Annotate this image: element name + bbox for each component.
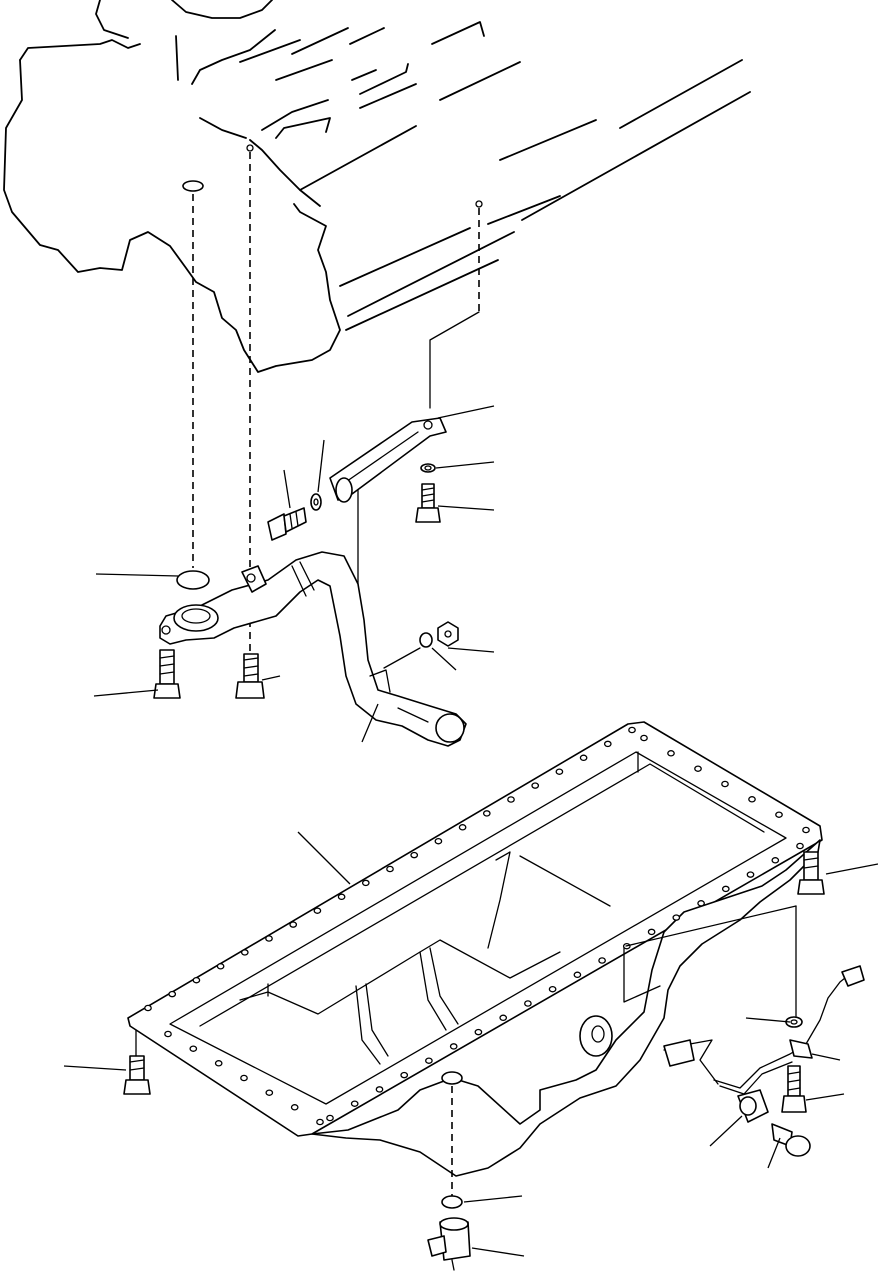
nut [437, 621, 459, 647]
clamp-icon [789, 1039, 813, 1059]
flange-bolt-hole [694, 765, 702, 772]
level-sensor [737, 1089, 811, 1157]
flange-bolt-hole [482, 810, 491, 817]
tube-bolt [267, 507, 307, 541]
flange-bolt-right [235, 653, 265, 699]
flange-bolt-hole [337, 893, 346, 901]
flange-bolt-hole [425, 1057, 433, 1064]
pan-bolt-holes [144, 726, 810, 1126]
flange-bolt-hole [434, 837, 443, 845]
flange-bolt-hole [721, 780, 729, 788]
flange-bolt-hole [289, 921, 298, 928]
flange-bolt-hole [555, 768, 564, 775]
flange-bolt-hole [164, 1030, 172, 1038]
flange-bolt-hole [573, 971, 582, 979]
flange-bolt-hole [216, 963, 225, 970]
suction-tube [159, 551, 467, 747]
strainer-bracket [329, 417, 447, 503]
flange-bolt-hole [579, 754, 588, 762]
bolt-head-icon [797, 879, 825, 895]
flange-bolt-hole [524, 1000, 532, 1007]
flange-bolt-hole [290, 1104, 299, 1111]
bracket-bolt [415, 483, 441, 523]
bolt-head-icon [415, 507, 441, 523]
flange-bolt-hole [640, 734, 648, 742]
plug-icon [841, 965, 865, 987]
flange-bolt-hole [499, 1014, 508, 1022]
flange-bolt-hole [350, 1100, 359, 1107]
flange-bolt-hole [386, 865, 394, 873]
flange-bolt-hole [603, 740, 612, 748]
o-ring-icon [176, 570, 210, 590]
flange-bolt-hole [507, 796, 515, 803]
flange-bolt-hole [265, 1089, 274, 1096]
drain-boss-icon [441, 1071, 463, 1085]
connector-icon [663, 1039, 695, 1067]
flange-bolt-hole [647, 928, 656, 936]
bracket-washer [420, 463, 436, 473]
bolt-hole-icon [475, 200, 483, 208]
flange-bolt-hole [240, 949, 249, 956]
o-ring [176, 570, 210, 590]
flange-bolt-hole [316, 1118, 324, 1126]
flange-bolt-hole [168, 990, 177, 998]
flange-bolt-hole [771, 857, 780, 864]
flange-bolt-hole [240, 1074, 248, 1082]
drain-valve [427, 1217, 471, 1271]
flange-bolt-hole [474, 1028, 483, 1036]
flange-bolt-hole [667, 750, 675, 757]
flange-bolt-hole [796, 842, 804, 850]
harness-clamp [663, 965, 865, 1095]
flange-bolt-hole [775, 811, 783, 818]
flange-bolt-hole [361, 879, 370, 887]
washer-icon [441, 1195, 463, 1209]
flange-bolt-hole [410, 851, 419, 859]
flange-bolt-hole [326, 1114, 334, 1122]
flange-bolt-hole [598, 957, 606, 964]
flange-bolt-hole [746, 871, 755, 878]
flange-bolt-hole [189, 1045, 198, 1052]
flange-bolt-hole [375, 1086, 384, 1093]
nut-washer [419, 632, 433, 648]
flange-bolt-hole [748, 796, 756, 803]
flange-bolt-hole [144, 1004, 152, 1012]
flange-bolt-hole [214, 1060, 223, 1067]
strainer-end-icon [435, 713, 465, 743]
bolt-head-icon [235, 681, 265, 699]
tube-washer [310, 493, 322, 511]
bolt-hole-icon [246, 144, 254, 152]
flange-bolt-hole [531, 782, 540, 789]
flange-bolt-hole [449, 1043, 458, 1050]
flange-bolt-hole [697, 900, 705, 907]
bolt-head-icon [781, 1095, 807, 1113]
pan-bolt-right [797, 851, 825, 895]
drain-washer [441, 1195, 463, 1209]
flange-bolt-hole [265, 935, 273, 942]
bolt-head-icon [267, 513, 287, 541]
flange-bolt-hole [192, 976, 201, 984]
flange-bolt-hole [458, 824, 467, 831]
washer-icon [419, 632, 433, 648]
dowel-hole-icon [182, 180, 204, 192]
flange-bolt-hole [802, 826, 810, 834]
flange-bolt-hole [548, 985, 557, 993]
pan-bolt-left [123, 1055, 151, 1095]
leader-lines [63, 405, 878, 1257]
bolt-head-icon [153, 683, 181, 699]
oil-pan [127, 721, 823, 1177]
engine-block [3, 0, 751, 373]
flange-bolt-left [153, 649, 181, 699]
flange-bolt-hole [313, 907, 322, 914]
sensor-bolt [781, 1065, 807, 1113]
flange-bolt-hole [628, 726, 636, 734]
bolt-head-icon [123, 1079, 151, 1095]
flange-bolt-hole [672, 914, 681, 921]
flange-bolt-hole [721, 885, 730, 893]
flange-bolt-hole [400, 1071, 409, 1079]
sensor-washer [785, 1016, 803, 1028]
